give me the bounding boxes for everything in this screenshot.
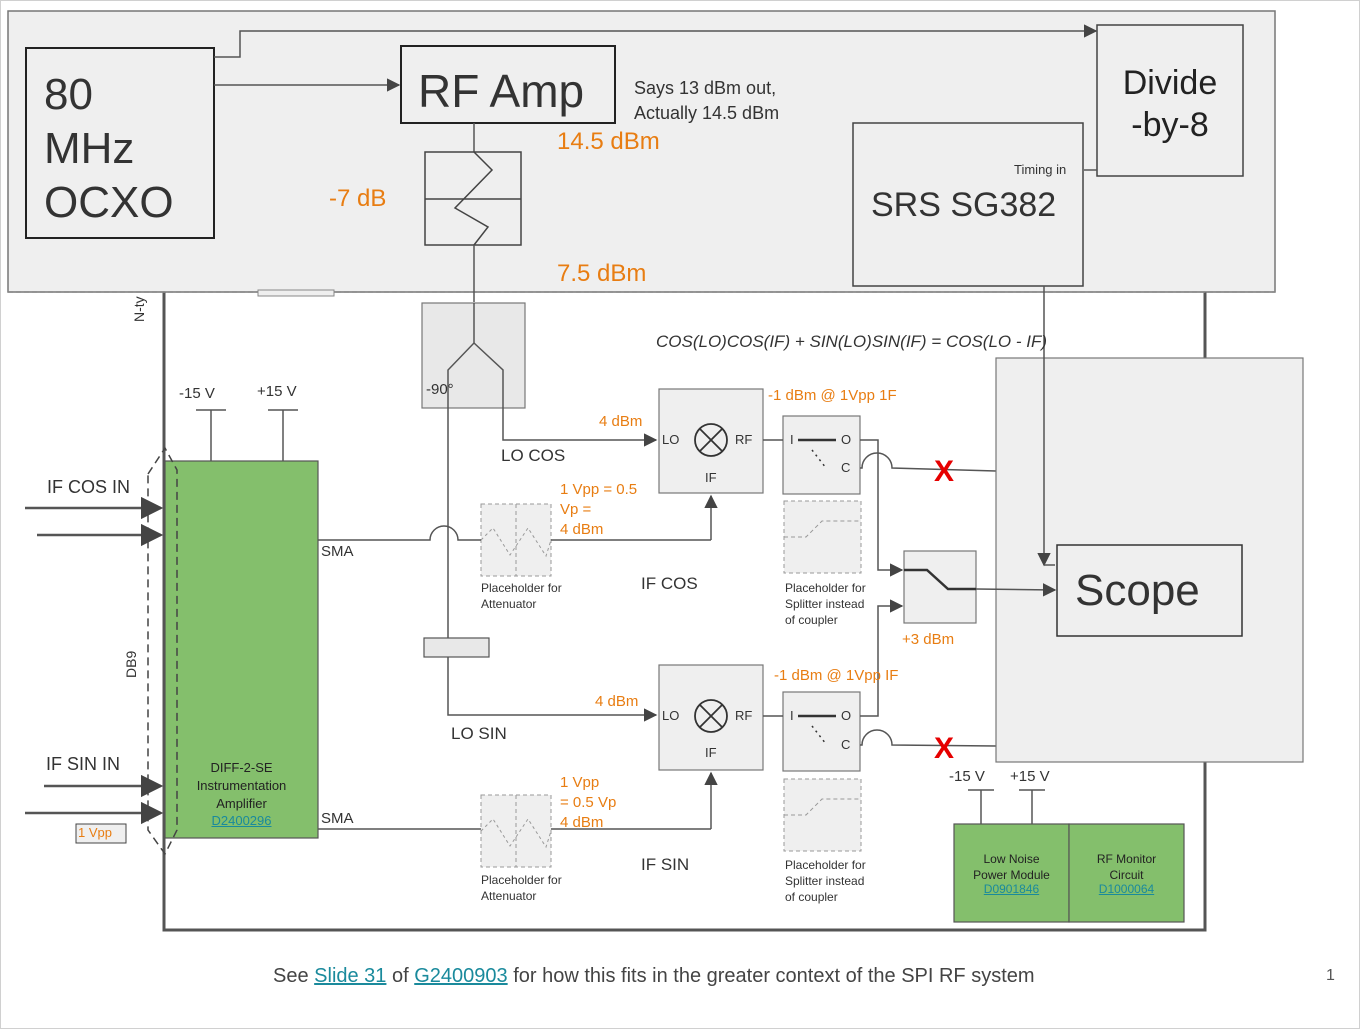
coupler-top (782, 415, 861, 495)
mixer-bottom-if: IF (705, 745, 717, 760)
placeholder-att-bottom-label: Placeholder for Attenuator (481, 873, 562, 903)
rf-monitor-box (1068, 823, 1185, 923)
lo-sin-label: LO SIN (451, 724, 507, 743)
diff-amp-box (164, 460, 319, 839)
combiner (903, 550, 977, 624)
amp-name: DIFF-2-SE Instrumentation Amplifier (196, 760, 287, 811)
lo-level-bottom: 4 dBm (595, 693, 639, 710)
level-7-5dbm: 7.5 dBm (557, 260, 647, 287)
switch-top-c: C (841, 460, 851, 475)
slide-link[interactable]: Slide 31 (314, 965, 387, 987)
footer-see: See (273, 965, 315, 987)
equation-label: COS(LO)COS(IF) + SIN(LO)SIN(IF) = COS(LO… (656, 332, 1048, 351)
x-mark-top: X (934, 455, 955, 488)
rf-amp-box (400, 45, 616, 124)
combiner-level: +3 dBm (902, 631, 955, 648)
srs-label: SRS SG382 (871, 186, 1057, 224)
switch-bottom-i: I (790, 708, 794, 723)
power-module-box (953, 823, 1070, 923)
mixer-bottom (658, 664, 764, 771)
mix-out-bottom: -1 dBm @ 1Vpp IF (774, 667, 899, 684)
scope-label: Scope (1075, 566, 1200, 615)
mixer-top-rf: RF (735, 432, 753, 447)
if-cos-level: 1 Vpp = 0.5 Vp = 4 dBm (560, 481, 638, 538)
pm-minus15: -15 V (949, 768, 985, 785)
level-14-5dbm: 14.5 dBm (557, 128, 660, 155)
placeholder-split-top-label: Placeholder for Splitter instead of coup… (785, 581, 866, 627)
divider-label: Divide -by-8 (1122, 64, 1218, 144)
switch-bottom-c: C (841, 737, 851, 752)
ocxo-label: 80 MHz OCXO (44, 70, 174, 227)
switch-top-i: I (790, 432, 794, 447)
if-sin-label: IF SIN (641, 855, 690, 874)
amp-doc-link[interactable]: D2400296 (211, 813, 272, 828)
rfmon-label: RF Monitor Circuit (1096, 852, 1157, 882)
pm-plus15: +15 V (1010, 768, 1050, 785)
mixer-bottom-lo: LO (662, 708, 680, 723)
page-number: 1 (1326, 967, 1335, 984)
if-sin-level: 1 Vpp = 0.5 Vp 4 dBm (560, 774, 617, 831)
mixer-top-lo: LO (662, 432, 680, 447)
rf-amp-note-1: Says 13 dBm out, (634, 78, 777, 98)
n-type-label: N-ty (131, 296, 147, 322)
ocxo-box (25, 47, 215, 239)
mix-out-top: -1 dBm @ 1Vpp 1F (768, 387, 897, 404)
x-mark-bottom: X (934, 732, 955, 765)
lnpm-doc-link[interactable]: D0901846 (983, 882, 1040, 896)
scope-box (1056, 544, 1243, 637)
placeholder-splitter-bottom (783, 778, 862, 852)
sma-bottom-label: SMA (321, 810, 354, 827)
rf-amp-note-2: Actually 14.5 dBm (634, 103, 780, 123)
atten-7db-label: -7 dB (329, 185, 387, 212)
switch-top-o: O (841, 432, 852, 447)
switch-bottom-o: O (841, 708, 852, 723)
amp-plus15: +15 V (257, 383, 297, 400)
rf-amp-label: RF Amp (418, 65, 585, 117)
lnpm-label: Low Noise Power Module (973, 852, 1050, 882)
sma-top-label: SMA (321, 543, 354, 560)
db9-label: DB9 (123, 650, 139, 678)
divider-box (1096, 24, 1244, 177)
footer-of: of (386, 965, 415, 987)
lo-cos-label: LO COS (501, 446, 566, 465)
mixer-bottom-rf: RF (735, 708, 753, 723)
coupler-bottom (782, 691, 861, 772)
srs-box (852, 122, 1084, 287)
mixer-top-if: IF (705, 470, 717, 485)
rfmon-doc-link[interactable]: D1000064 (1098, 882, 1155, 896)
g-doc-link[interactable]: G2400903 (414, 965, 508, 987)
if-cos-label: IF COS (641, 574, 698, 593)
placeholder-split-bottom-label: Placeholder for Splitter instead of coup… (785, 858, 866, 904)
vpp-badge: 1 Vpp (78, 825, 112, 840)
placeholder-splitter-top (783, 500, 862, 574)
mixer-top (658, 388, 764, 494)
lo-level-top: 4 dBm (599, 413, 643, 430)
amp-minus15: -15 V (179, 385, 215, 402)
if-cos-in-label: IF COS IN (47, 477, 131, 497)
minus90-label: -90° (426, 381, 454, 398)
if-sin-in-label: IF SIN IN (46, 754, 121, 774)
timing-in-label: Timing in (1014, 162, 1067, 177)
placeholder-att-top-label: Placeholder for Attenuator (481, 581, 562, 611)
footer-rest: for how this fits in the greater context… (507, 965, 1035, 987)
footer-note: See Slide 31 of G2400903 for how this fi… (273, 965, 1035, 988)
